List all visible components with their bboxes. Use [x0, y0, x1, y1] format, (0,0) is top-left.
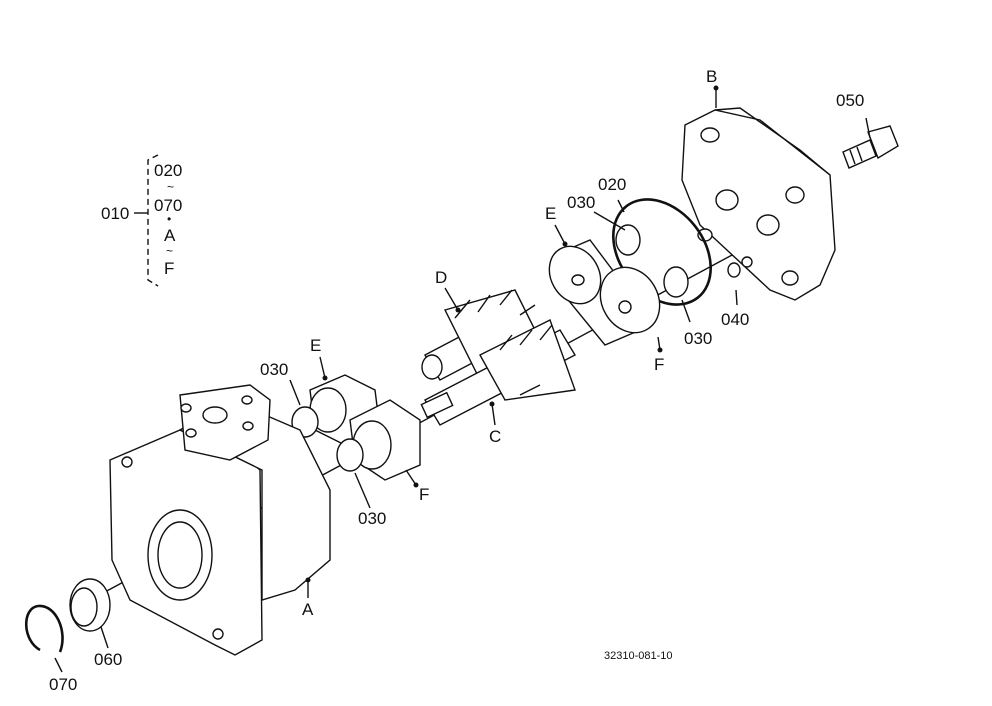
gear-shaft-c [420, 319, 576, 426]
label-030-left: 030 [260, 360, 289, 379]
drawing-number: 32310-081-10 [604, 650, 673, 662]
pump-housing-a [109, 384, 331, 656]
label-070: 070 [49, 675, 78, 694]
bolt-050 [842, 125, 899, 169]
ring-030-top [615, 224, 641, 256]
oil-seal-060 [69, 578, 111, 632]
label-060: 060 [94, 650, 123, 669]
range-top-label: 020 [154, 161, 183, 180]
range-dot: • [167, 212, 172, 226]
bushing-pair-right [548, 239, 661, 346]
group-bracket [134, 154, 159, 287]
label-f-right: F [654, 355, 665, 374]
leader-lines [54, 85, 871, 673]
label-020: 020 [598, 175, 627, 194]
label-e-right: E [545, 204, 557, 223]
ring-030-right [663, 266, 689, 298]
ring-030-bottom [336, 438, 364, 472]
group-number-label: 010 [101, 204, 130, 223]
label-b: B [706, 67, 718, 86]
sub-bottom-label: F [164, 259, 175, 278]
label-e-left: E [310, 336, 322, 355]
label-040: 040 [721, 310, 750, 329]
cover-plate-b [681, 107, 836, 301]
range-mid-label: 070 [154, 196, 183, 215]
label-030-bottom: 030 [358, 509, 387, 528]
range-tilde-1: ~ [167, 180, 175, 194]
label-f-left: F [419, 485, 430, 504]
washer-040 [727, 262, 741, 278]
bushing-pair-left [309, 374, 421, 481]
label-a: A [302, 600, 314, 619]
snap-ring-070 [25, 604, 64, 653]
label-d: D [435, 268, 448, 287]
label-050: 050 [836, 91, 865, 110]
sub-top-label: A [164, 226, 176, 245]
label-030-top: 030 [567, 193, 596, 212]
label-c: C [489, 427, 502, 446]
label-030-right: 030 [684, 329, 713, 348]
range-tilde-2: ~ [166, 244, 174, 258]
